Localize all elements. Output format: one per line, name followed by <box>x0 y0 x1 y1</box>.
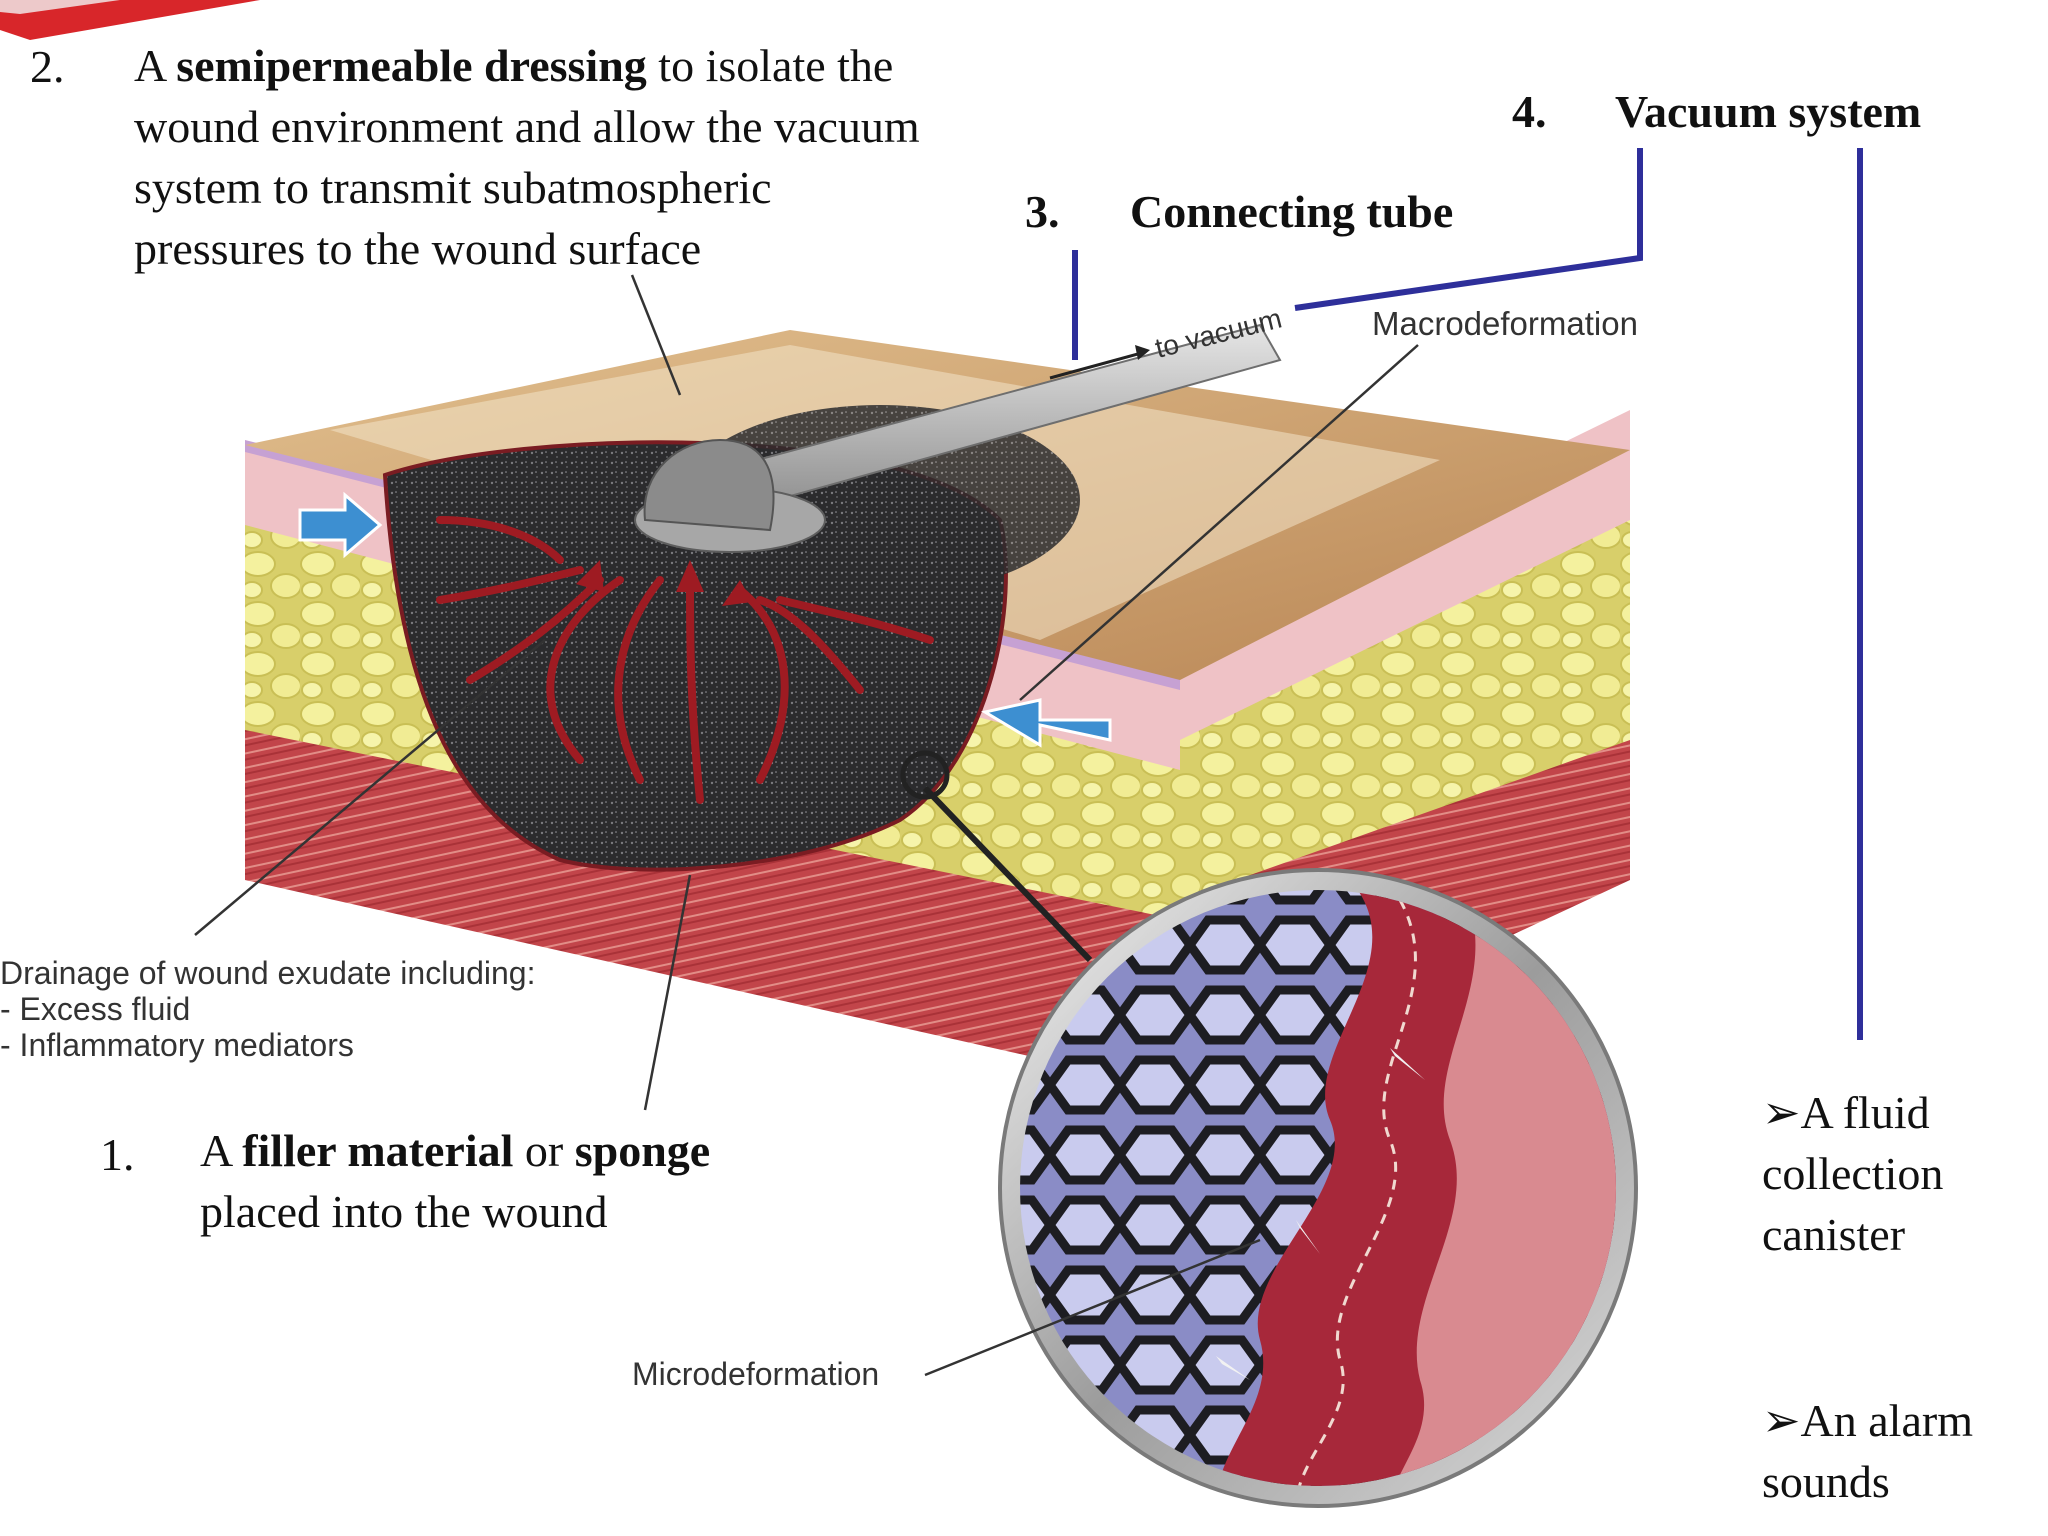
push-arrow-right <box>980 698 1112 748</box>
item2-number: 2. <box>30 41 65 92</box>
arrow-bullet-icon: ➢ <box>1762 1087 1801 1138</box>
bracket-lines <box>1072 148 1863 1040</box>
item2-line3: system to transmit subatmospheric <box>134 162 772 213</box>
item4-number: 4. <box>1512 86 1547 137</box>
macrodeformation-label: Macrodeformation <box>1372 305 1638 342</box>
arrow-bullet-icon: ➢ <box>1762 1395 1801 1446</box>
bullet-alarm-line2: sounds <box>1762 1456 1890 1507</box>
microdeformation-inset <box>998 868 1638 1508</box>
drainage-title: Drainage of wound exudate including: <box>0 955 536 991</box>
item2-line1: A semipermeable dressing to isolate the <box>134 40 894 91</box>
flow-arrowheads <box>576 560 752 606</box>
microdeformation-label: Microdeformation <box>632 1356 880 1392</box>
drainage-item-inflammatory-mediators: - Inflammatory mediators <box>0 1027 354 1063</box>
bullet-fluid-canister-line1: ➢A fluid <box>1762 1087 1930 1138</box>
drainage-label: Drainage of wound exudate including: - E… <box>0 955 535 1063</box>
bullet-alarm-line1: ➢An alarm <box>1762 1395 1973 1446</box>
bracket-vacuum-system <box>1294 148 1643 311</box>
filler-material-term: filler material <box>242 1125 514 1176</box>
leader-lines <box>194 274 1419 1377</box>
item2-line4: pressures to the wound surface <box>134 223 702 274</box>
connecting-tube <box>634 323 1282 553</box>
bullet-alarm: ➢An alarm sounds <box>1762 1390 1973 1512</box>
item1-description: A filler material or sponge placed into … <box>200 1120 710 1242</box>
item2-line2: wound environment and allow the vacuum <box>134 101 920 152</box>
bullet-fluid-canister-line3: canister <box>1762 1209 1906 1260</box>
item1-line2: placed into the wound <box>200 1186 608 1237</box>
connecting-tube-heading: Connecting tube <box>1130 186 1454 237</box>
push-arrow-left <box>298 491 383 559</box>
item1-number: 1. <box>100 1129 135 1180</box>
semipermeable-dressing-term: semipermeable dressing <box>176 40 647 91</box>
tube-connector <box>643 438 775 532</box>
exudate-flow-arrows <box>436 516 934 804</box>
magnifier-connector <box>922 785 1093 963</box>
item1-line1: A filler material or sponge <box>200 1125 711 1176</box>
item2-description: A semipermeable dressing to isolate the … <box>134 35 920 279</box>
item3-number: 3. <box>1025 186 1060 237</box>
bullet-fluid-canister: ➢A fluid collection canister <box>1762 1082 1943 1265</box>
bullet-fluid-canister-line2: collection <box>1762 1148 1944 1199</box>
sponge-term: sponge <box>574 1125 711 1176</box>
pencil-decoration <box>0 0 260 40</box>
drainage-item-excess-fluid: - Excess fluid <box>0 991 191 1027</box>
vacuum-system-heading: Vacuum system <box>1615 86 1922 137</box>
